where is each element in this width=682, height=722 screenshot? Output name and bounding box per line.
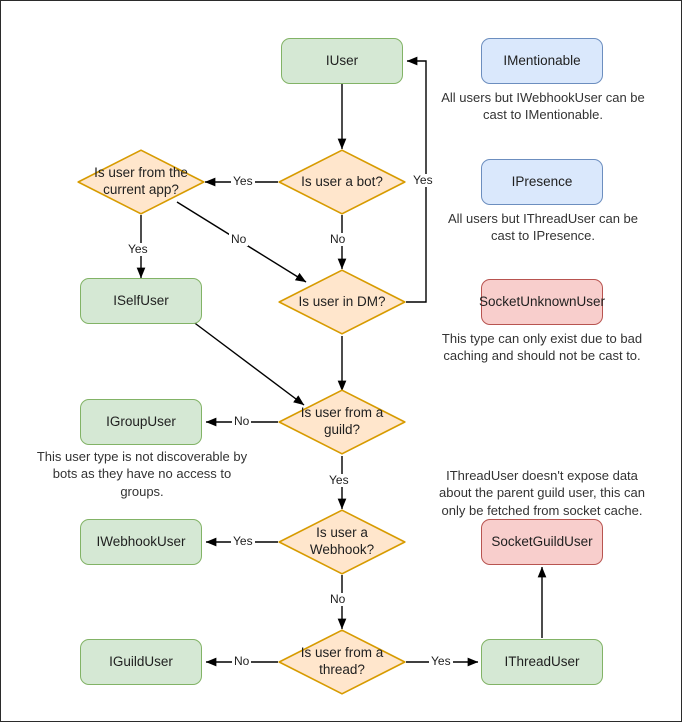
node-is-user-from-a-guild[interactable]: Is user from a guild?	[278, 389, 406, 455]
diamond-shape	[77, 149, 205, 215]
node-is-user-from-a-thread[interactable]: Is user from a thread?	[278, 629, 406, 695]
node-is-user-a-webhook-label: Is user a Webhook?	[309, 525, 375, 557]
node-is-user-a-bot-label: Is user a bot?	[301, 173, 383, 189]
diamond-shape	[278, 149, 406, 215]
diamond-shape	[278, 629, 406, 695]
node-iuser-label: IUser	[325, 52, 359, 68]
node-iselfuser[interactable]: ISelfUser	[80, 278, 202, 324]
edge-label-webhook-yes: Yes	[231, 534, 255, 549]
node-socketguilduser[interactable]: SocketGuildUser	[481, 519, 603, 565]
diamond-shape	[278, 389, 406, 455]
node-socketunknownuser[interactable]: SocketUnknownUser	[478, 279, 606, 325]
node-iuser[interactable]: IUser	[281, 38, 403, 84]
node-imentionable[interactable]: IMentionable	[481, 38, 603, 84]
edge-label-thread-no: No	[232, 654, 252, 669]
diamond-shape	[278, 509, 406, 575]
node-is-user-a-webhook[interactable]: Is user a Webhook?	[278, 509, 406, 575]
node-ithreaduser[interactable]: IThreadUser	[481, 639, 603, 685]
node-iselfuser-label: ISelfUser	[113, 292, 169, 308]
node-is-user-in-dm-label: Is user in DM?	[298, 293, 386, 309]
node-ithreaduser-label: IThreadUser	[504, 653, 580, 669]
node-iwebhookuser-label: IWebhookUser	[96, 533, 186, 549]
note-igroupuser: This user type is not discoverable by bo…	[36, 449, 248, 499]
edge-label-thread-yes: Yes	[429, 654, 453, 669]
note-ipresence: All users but IThreadUser can be cast to…	[447, 211, 639, 244]
node-ipresence-label: IPresence	[511, 173, 573, 189]
node-socketguilduser-label: SocketGuildUser	[491, 533, 593, 549]
node-imentionable-label: IMentionable	[503, 52, 581, 68]
edge-label-webhook-no: No	[328, 592, 348, 607]
edge-label-bot-no: No	[328, 232, 348, 247]
node-is-user-from-a-thread-label: Is user from a thread?	[300, 645, 384, 677]
node-igroupuser[interactable]: IGroupUser	[80, 399, 202, 445]
edge-label-bot-yes: Yes	[231, 174, 255, 189]
node-iwebhookuser[interactable]: IWebhookUser	[80, 519, 202, 565]
note-imentionable: All users but IWebhookUser can be cast t…	[441, 90, 645, 123]
edge-label-guild-yes: Yes	[327, 473, 351, 488]
edge-label-current-app-yes: Yes	[126, 242, 150, 257]
node-is-user-from-current-app-label: Is user from the current app?	[94, 165, 188, 197]
node-ipresence[interactable]: IPresence	[481, 159, 603, 205]
node-is-user-a-bot[interactable]: Is user a bot?	[278, 149, 406, 215]
note-socketguilduser: IThreadUser doesn't expose data about th…	[439, 468, 645, 518]
node-is-user-in-dm[interactable]: Is user in DM?	[278, 269, 406, 335]
node-igroupuser-label: IGroupUser	[106, 413, 176, 429]
edge-label-current-app-no: No	[229, 232, 249, 247]
node-socketunknownuser-label: SocketUnknownUser	[478, 293, 606, 309]
node-iguilduser[interactable]: IGuildUser	[80, 639, 202, 685]
diamond-shape	[278, 269, 406, 335]
node-iguilduser-label: IGuildUser	[109, 653, 173, 669]
edge-label-guild-no: No	[232, 414, 252, 429]
edge-label-dm-yes: Yes	[411, 173, 435, 188]
node-is-user-from-current-app[interactable]: Is user from the current app?	[77, 149, 205, 215]
node-is-user-from-a-guild-label: Is user from a guild?	[300, 405, 384, 437]
note-socketunknownuser: This type can only exist due to bad cach…	[441, 331, 643, 364]
